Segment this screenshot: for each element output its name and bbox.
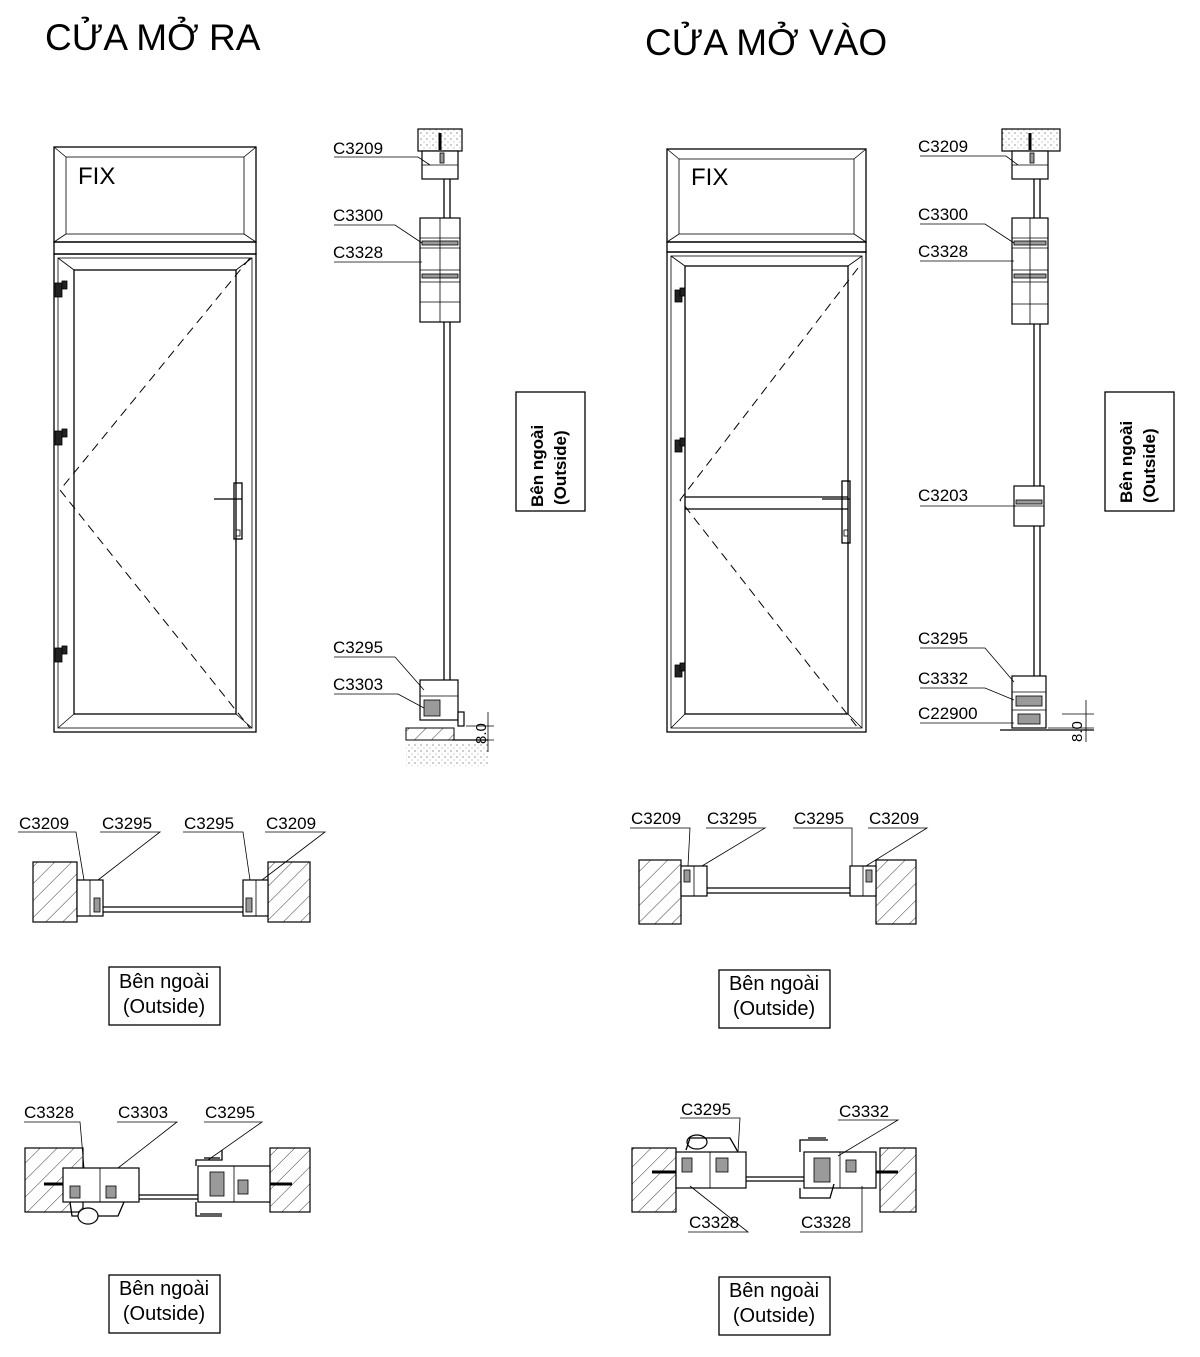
plan-door-outward: C3328 C3303 C3295 Bên ngoài (Outside) bbox=[24, 1103, 311, 1334]
title-inward-door: CỬA MỞ VÀO bbox=[645, 21, 887, 63]
plan-fixed-code-3-right: C3295 bbox=[794, 809, 844, 828]
outside-rotated-line1-left: Bên ngoài bbox=[528, 425, 547, 507]
code-bottom2-right: C3332 bbox=[918, 669, 968, 688]
vertical-section-inward: 8.0 C3209 C3300 C3328 C3203 C3295 C3332 … bbox=[918, 128, 1175, 742]
plan-door-code-1-left: C3328 bbox=[24, 1103, 74, 1122]
fix-label-right: FIX bbox=[691, 164, 728, 191]
plan-fixed-outward: C3209 C3295 C3295 C3209 Bên ngoài (Outsi… bbox=[18, 814, 327, 1026]
outside-line2-plan2-right: (Outside) bbox=[733, 1305, 815, 1327]
plan-door-code-2-left: C3303 bbox=[118, 1103, 168, 1122]
outside-rotated-line2-left: (Outside) bbox=[551, 430, 570, 505]
outside-line1-plan2-left: Bên ngoài bbox=[119, 1278, 209, 1300]
code-transom2-right: C3328 bbox=[918, 242, 968, 261]
plan-fixed-code-2-right: C3295 bbox=[707, 809, 757, 828]
elevation-inward-door: FIX bbox=[666, 148, 867, 733]
outside-line1-plan1-left: Bên ngoài bbox=[119, 971, 209, 993]
fix-label-left: FIX bbox=[78, 163, 115, 190]
plan-door-code-3-left: C3295 bbox=[205, 1103, 255, 1122]
vertical-section-outward: 8.0 C3209 C3300 C3328 C3295 C3303 Bên ng… bbox=[333, 128, 586, 766]
plan-fixed-code-1-left: C3209 bbox=[19, 814, 69, 833]
code-bottom1-left: C3295 bbox=[333, 638, 383, 657]
outside-line2-plan2-left: (Outside) bbox=[123, 1303, 205, 1325]
code-transom2-left: C3328 bbox=[333, 243, 383, 262]
code-mid-right: C3203 bbox=[918, 486, 968, 505]
outside-line2-plan1-right: (Outside) bbox=[733, 998, 815, 1020]
plan-fixed-inward: C3209 C3295 C3295 C3209 Bên ngoài (Outsi… bbox=[630, 809, 929, 1029]
dimension-left: 8.0 bbox=[473, 723, 490, 744]
plan-fixed-code-1-right: C3209 bbox=[631, 809, 681, 828]
title-outward-door: CỬA MỞ RA bbox=[45, 16, 261, 58]
code-top-left: C3209 bbox=[333, 139, 383, 158]
plan-fixed-code-2-left: C3295 bbox=[102, 814, 152, 833]
code-top-right: C3209 bbox=[918, 137, 968, 156]
code-bottom2-left: C3303 bbox=[333, 675, 383, 694]
outside-line2-plan1-left: (Outside) bbox=[123, 996, 205, 1018]
plan-door-code-top-2-right: C3332 bbox=[839, 1102, 889, 1121]
plan-door-code-bottom-1-right: C3328 bbox=[689, 1213, 739, 1232]
code-transom1-left: C3300 bbox=[333, 206, 383, 225]
code-transom1-right: C3300 bbox=[918, 205, 968, 224]
dimension-right: 8.0 bbox=[1069, 721, 1086, 742]
elevation-outward-door: FIX bbox=[53, 146, 257, 733]
outside-rotated-line2-right: (Outside) bbox=[1140, 428, 1159, 503]
outside-line1-plan2-right: Bên ngoài bbox=[729, 1280, 819, 1302]
plan-fixed-code-4-right: C3209 bbox=[869, 809, 919, 828]
plan-fixed-code-4-left: C3209 bbox=[266, 814, 316, 833]
outside-rotated-line1-right: Bên ngoài bbox=[1117, 421, 1136, 503]
outside-line1-plan1-right: Bên ngoài bbox=[729, 973, 819, 995]
code-bottom3-right: C22900 bbox=[918, 704, 978, 723]
plan-door-code-bottom-2-right: C3328 bbox=[801, 1213, 851, 1232]
code-bottom1-right: C3295 bbox=[918, 629, 968, 648]
plan-fixed-code-3-left: C3295 bbox=[184, 814, 234, 833]
plan-door-code-top-1-right: C3295 bbox=[681, 1100, 731, 1119]
plan-door-inward: C3295 C3332 C3328 C3328 Bên ngoài (Outsi… bbox=[631, 1100, 917, 1336]
